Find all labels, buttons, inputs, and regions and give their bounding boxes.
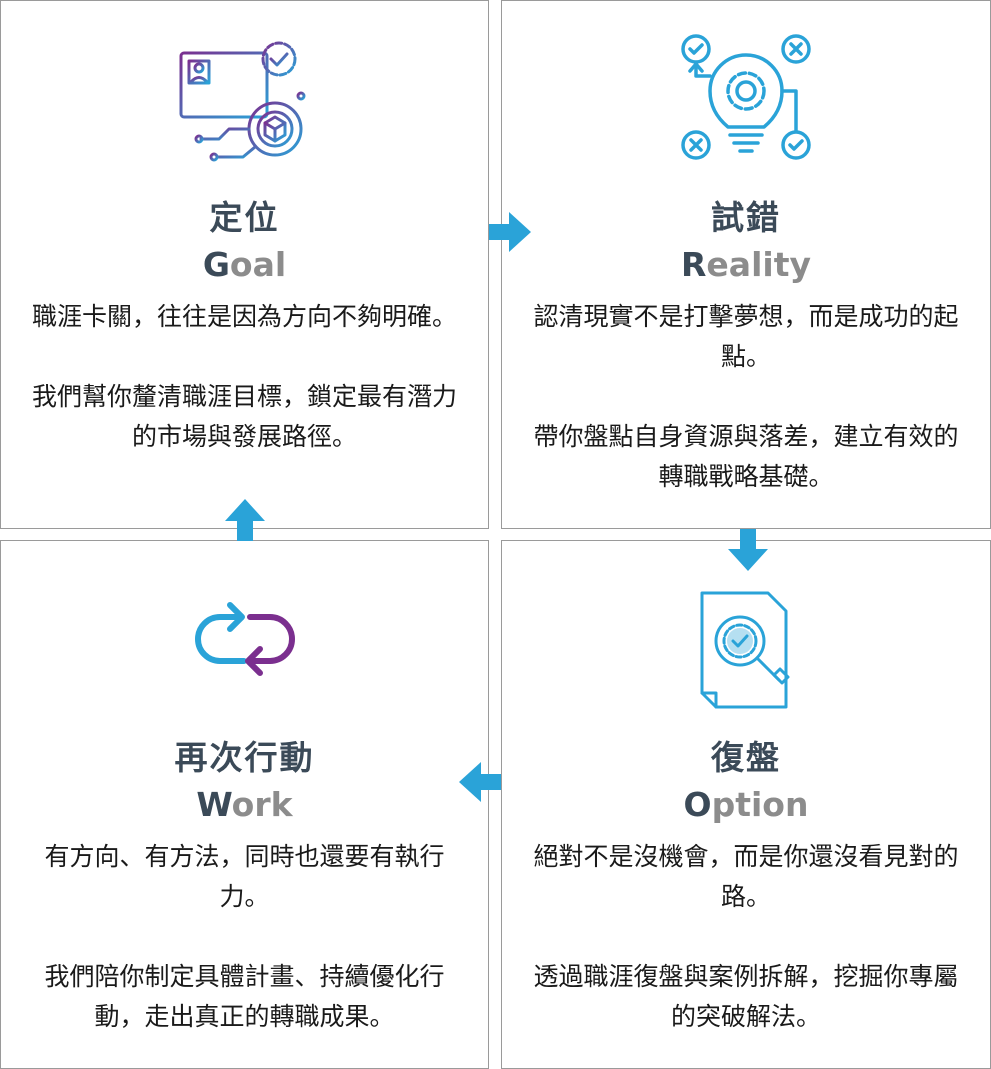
card-subtitle: Goal <box>202 245 287 284</box>
card-subtitle: Option <box>683 785 809 824</box>
card-title: 試錯 <box>711 198 781 237</box>
arrow-up-icon <box>225 499 265 541</box>
id-card-gear-cube-icon <box>179 41 305 162</box>
card-title: 復盤 <box>711 738 781 777</box>
description-para-2: 透過職涯復盤與案例拆解，挖掘你專屬的突破解法。 <box>533 962 959 1031</box>
description-para-1: 有方向、有方法，同時也還要有執行力。 <box>44 842 445 911</box>
card-subtitle: Reality <box>681 245 811 284</box>
description-para-1: 認清現實不是打擊夢想，而是成功的起點。 <box>533 302 959 371</box>
document-magnifier-check-icon <box>700 591 790 709</box>
description-para-1: 職涯卡關，往往是因為方向不夠明確。 <box>31 302 457 331</box>
card-subtitle: Work <box>196 785 293 824</box>
card-option: 復盤 Option 絕對不是沒機會，而是你還沒看見對的路。 透過職涯復盤與案例拆… <box>501 540 991 1069</box>
arrow-down-icon <box>728 529 768 571</box>
cycle-arrows-icon <box>194 602 295 676</box>
card-reality: 試錯 Reality 認清現實不是打擊夢想，而是成功的起點。 帶你盤點自身資源與… <box>501 0 991 529</box>
card-goal: 定位 Goal 職涯卡關，往往是因為方向不夠明確。 我們幫你釐清職涯目標，鎖定最… <box>0 0 489 529</box>
card-description: 職涯卡關，往往是因為方向不夠明確。 我們幫你釐清職涯目標，鎖定最有潛力的市場與發… <box>31 297 458 457</box>
card-description: 有方向、有方法，同時也還要有執行力。 我們陪你制定具體計畫、持續優化行動，走出真… <box>31 837 458 1037</box>
arrow-left-icon <box>459 762 501 802</box>
description-para-1: 絕對不是沒機會，而是你還沒看見對的路。 <box>533 842 959 911</box>
arrow-right-icon <box>489 212 531 252</box>
card-work: 再次行動 Work 有方向、有方法，同時也還要有執行力。 我們陪你制定具體計畫、… <box>0 540 489 1069</box>
card-title: 再次行動 <box>174 738 315 777</box>
description-para-2: 帶你盤點自身資源與落差，建立有效的轉職戰略基礎。 <box>533 422 959 491</box>
lightbulb-gear-check-cross-icon <box>681 34 811 160</box>
description-para-2: 我們幫你釐清職涯目標，鎖定最有潛力的市場與發展路徑。 <box>31 382 457 451</box>
card-description: 絕對不是沒機會，而是你還沒看見對的路。 透過職涯復盤與案例拆解，挖掘你專屬的突破… <box>532 837 960 1037</box>
description-para-2: 我們陪你制定具體計畫、持續優化行動，走出真正的轉職成果。 <box>44 962 445 1031</box>
card-title: 定位 <box>209 198 280 237</box>
card-description: 認清現實不是打擊夢想，而是成功的起點。 帶你盤點自身資源與落差，建立有效的轉職戰… <box>532 297 960 497</box>
